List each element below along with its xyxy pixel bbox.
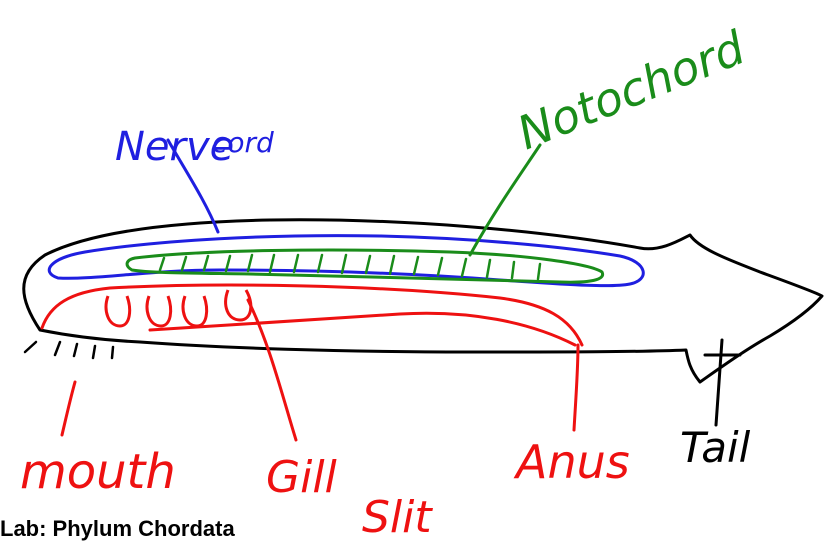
tail-pointer xyxy=(716,340,722,425)
tail-label: Tail xyxy=(680,423,751,472)
nerve-cord-label-line2: cord xyxy=(212,126,274,159)
notochord-pointer xyxy=(470,145,540,255)
gill-slit-label-line1: Gill xyxy=(266,452,338,503)
mouth-pointer xyxy=(62,382,75,435)
notochord xyxy=(127,250,603,282)
caption: Lab: Phylum Chordata xyxy=(0,516,827,542)
gill-slits xyxy=(106,290,251,326)
mouth-cirri xyxy=(25,342,113,358)
mouth-label: mouth xyxy=(20,444,176,500)
anus-label: Anus xyxy=(513,435,630,489)
anus-pointer xyxy=(574,345,578,430)
digestive-tract xyxy=(42,285,582,345)
notochord-label: Notochord xyxy=(510,20,753,160)
caption-text: Lab: Phylum Chordata xyxy=(0,516,235,541)
